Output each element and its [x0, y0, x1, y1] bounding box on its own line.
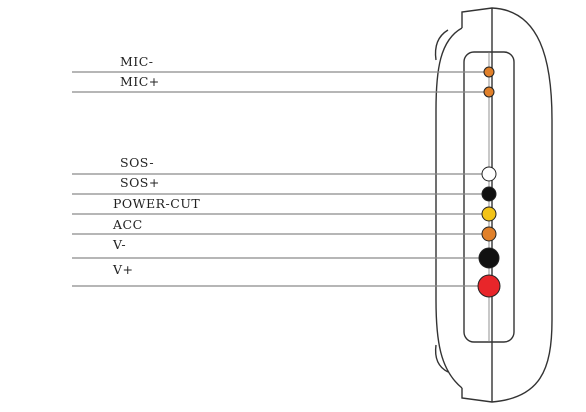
pin-mic-minus	[483, 66, 495, 78]
pin-power-cut	[481, 206, 497, 222]
label-v-plus: V+	[112, 262, 134, 277]
pin-labels: MIC- MIC+ SOS- SOS+ POWER-CUT ACC V- V+	[112, 54, 200, 277]
pin-sos-minus	[481, 166, 497, 182]
label-v-minus: V-	[112, 237, 126, 252]
label-acc: ACC	[112, 217, 143, 232]
label-sos-minus: SOS-	[120, 155, 154, 170]
pin-sos-plus	[481, 186, 497, 202]
label-mic-minus: MIC-	[120, 54, 154, 69]
connector-pins	[477, 66, 501, 298]
pin-v-plus	[477, 274, 501, 298]
pin-v-minus	[478, 247, 500, 269]
label-sos-plus: SOS+	[120, 175, 160, 190]
pin-acc	[481, 226, 497, 242]
pin-mic-plus	[483, 86, 495, 98]
label-mic-plus: MIC+	[120, 74, 160, 89]
wire-lines	[72, 71, 489, 287]
device-housing	[434, 7, 553, 403]
label-power-cut: POWER-CUT	[113, 196, 200, 211]
